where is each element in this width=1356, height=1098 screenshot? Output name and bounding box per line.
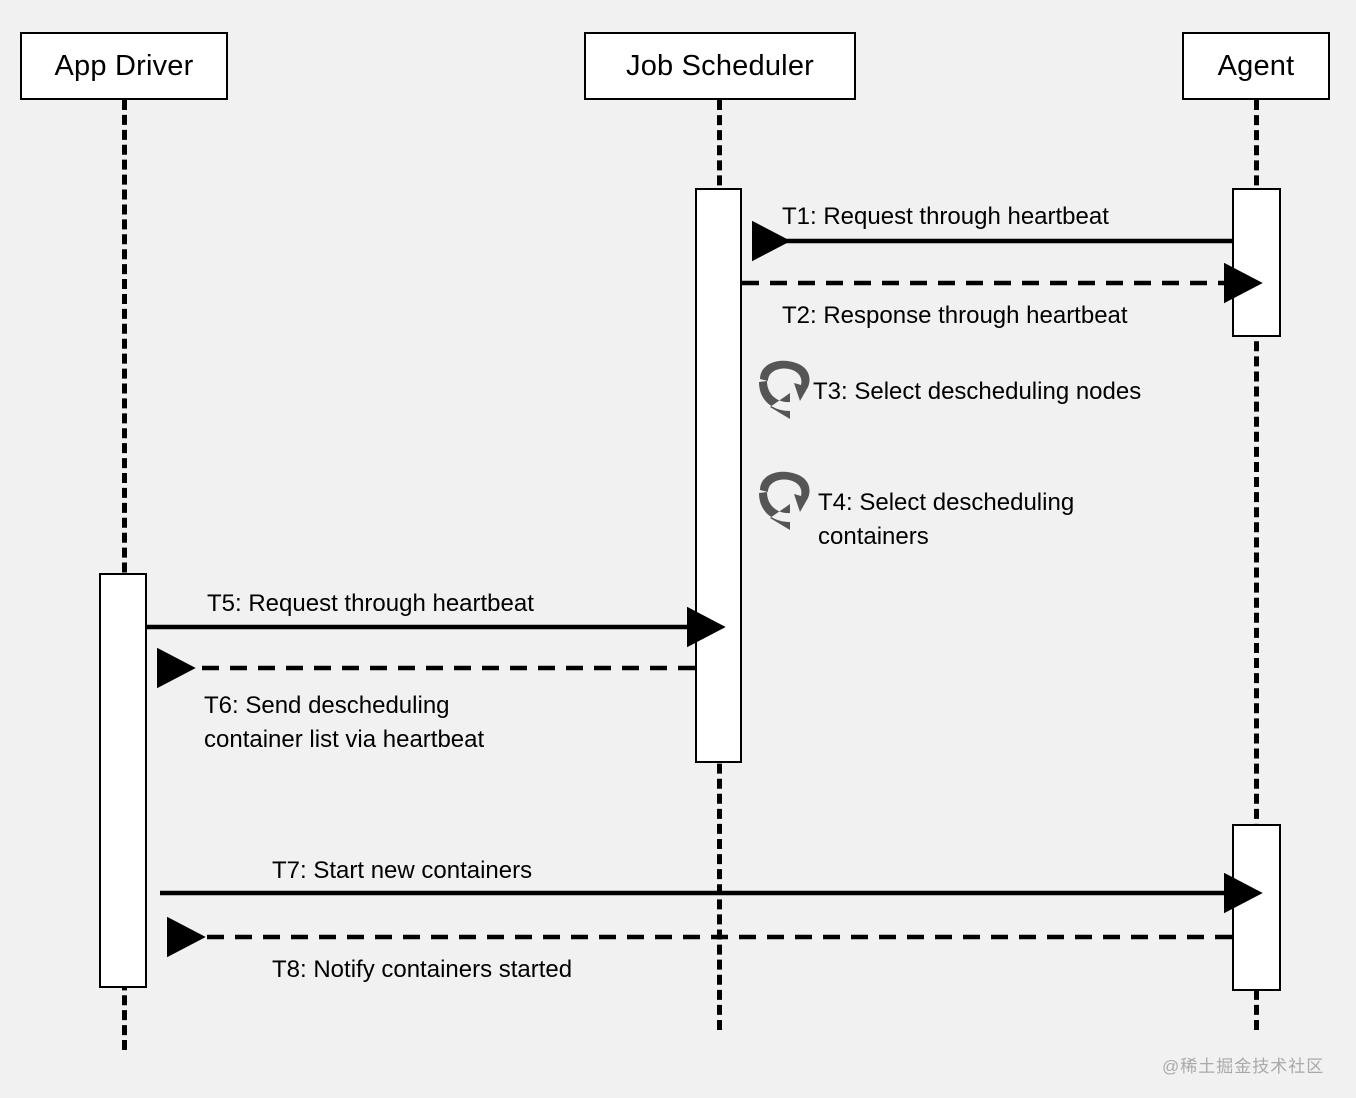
message-label-t6: T6: Send descheduling container list via… [204,692,485,754]
message-label-t4: T4: Select descheduling containers [818,489,1075,551]
message-label-t3: T3: Select descheduling nodes [813,378,1142,405]
self-loop-arrow-t3 [754,355,816,428]
participant-job-scheduler[interactable]: Job Scheduler [584,32,856,100]
participant-label-job-scheduler: Job Scheduler [626,49,814,82]
participant-app-driver[interactable]: App Driver [20,32,228,100]
activation-bar-agent-2 [1232,824,1281,991]
participant-label-agent: Agent [1217,49,1295,82]
self-loop-arrow-t4 [754,466,816,539]
watermark: @稀土掘金技术社区 [1162,1057,1325,1076]
participant-agent[interactable]: Agent [1182,32,1330,100]
message-label-t8: T8: Notify containers started [272,956,573,983]
lifeline-agent [1254,100,1259,1030]
message-label-t1: T1: Request through heartbeat [782,203,1109,230]
message-label-t2: T2: Response through heartbeat [782,302,1128,329]
activation-bar-job-scheduler-1 [695,188,742,763]
participant-label-app-driver: App Driver [54,49,194,82]
message-label-t5: T5: Request through heartbeat [207,590,534,617]
message-label-t7: T7: Start new containers [272,857,533,884]
activation-bar-agent-1 [1232,188,1281,337]
activation-bar-app-driver-1 [99,573,147,988]
